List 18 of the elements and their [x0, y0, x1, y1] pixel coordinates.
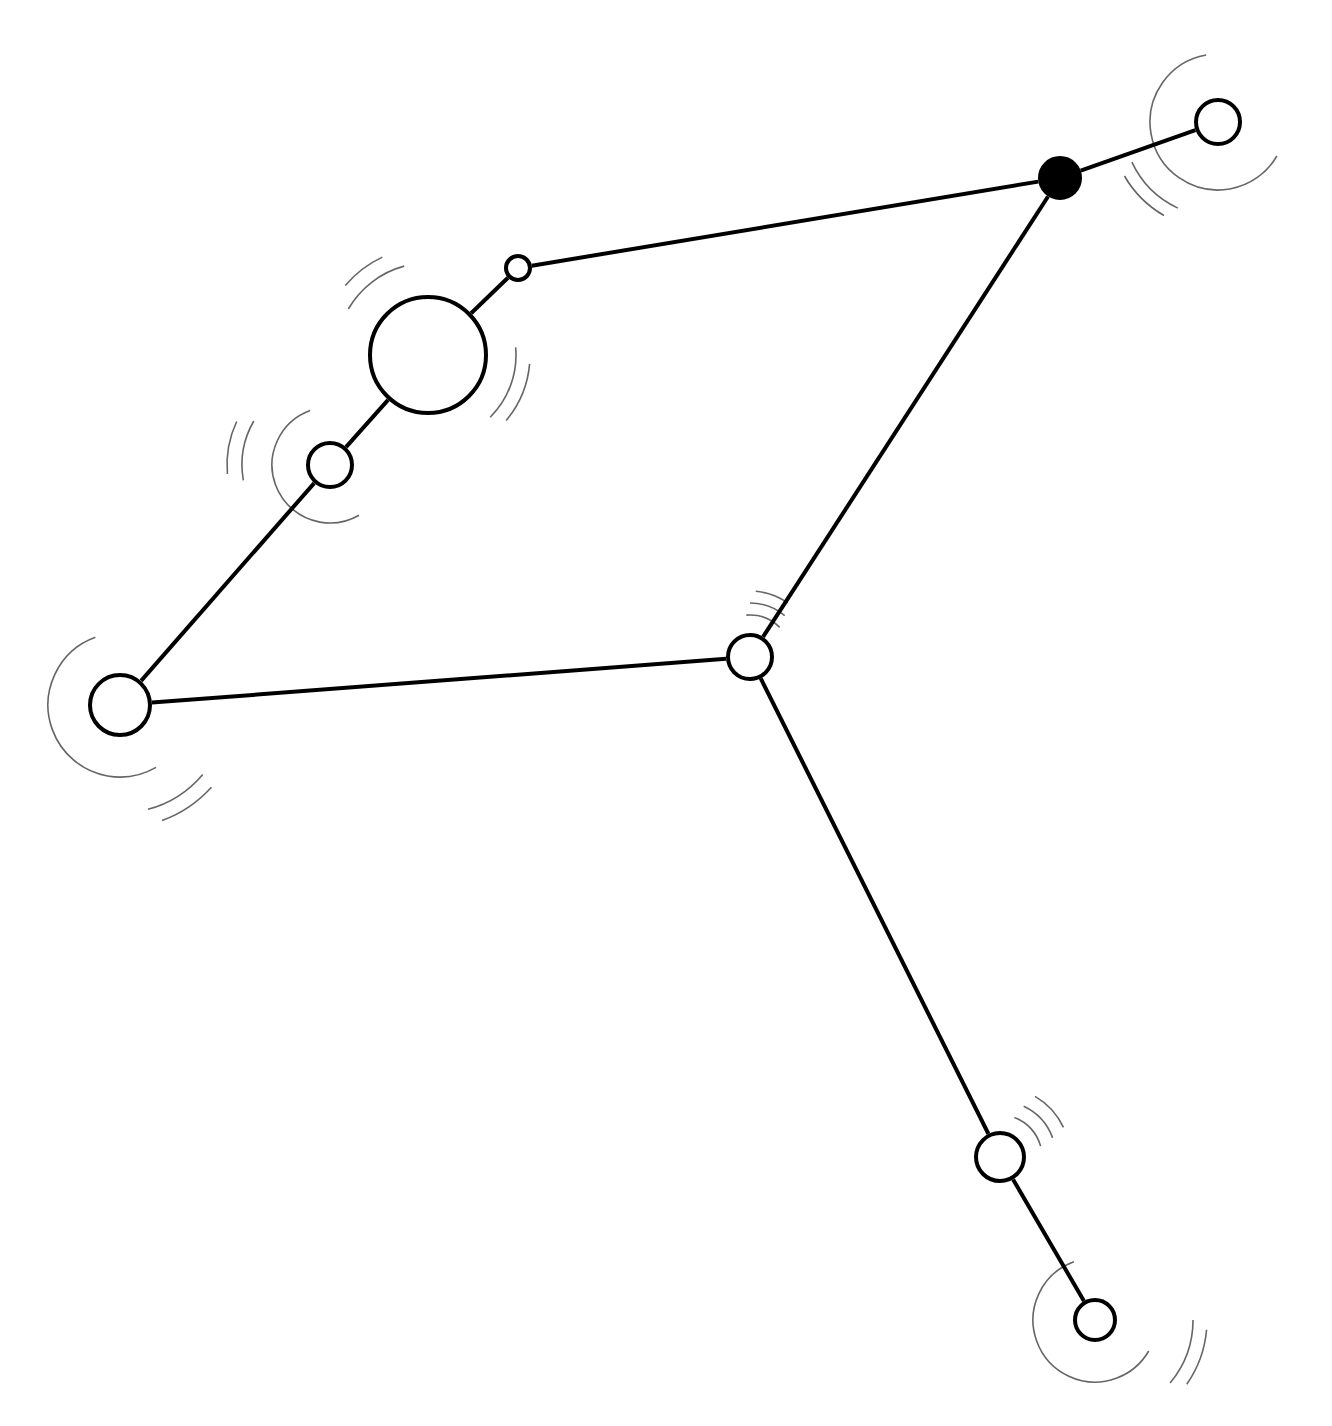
- circle-node: [1073, 1298, 1117, 1342]
- circle-node: [306, 441, 354, 489]
- connector-line: [139, 481, 316, 683]
- connector-line: [151, 656, 727, 705]
- circle-node: [368, 295, 488, 415]
- circle-node: [974, 1131, 1026, 1183]
- circle-node: [726, 633, 774, 681]
- connector-line: [531, 179, 1039, 268]
- circle-node: [504, 254, 532, 282]
- connector-line: [1011, 1178, 1086, 1302]
- connector-line: [1080, 128, 1197, 173]
- connector-line: [758, 677, 991, 1135]
- connector-line: [469, 276, 510, 315]
- circle-node: [1194, 98, 1242, 146]
- connector-line: [344, 398, 390, 449]
- circle-node: [88, 673, 152, 737]
- connector-line: [761, 195, 1050, 638]
- dot-node: [1038, 156, 1082, 200]
